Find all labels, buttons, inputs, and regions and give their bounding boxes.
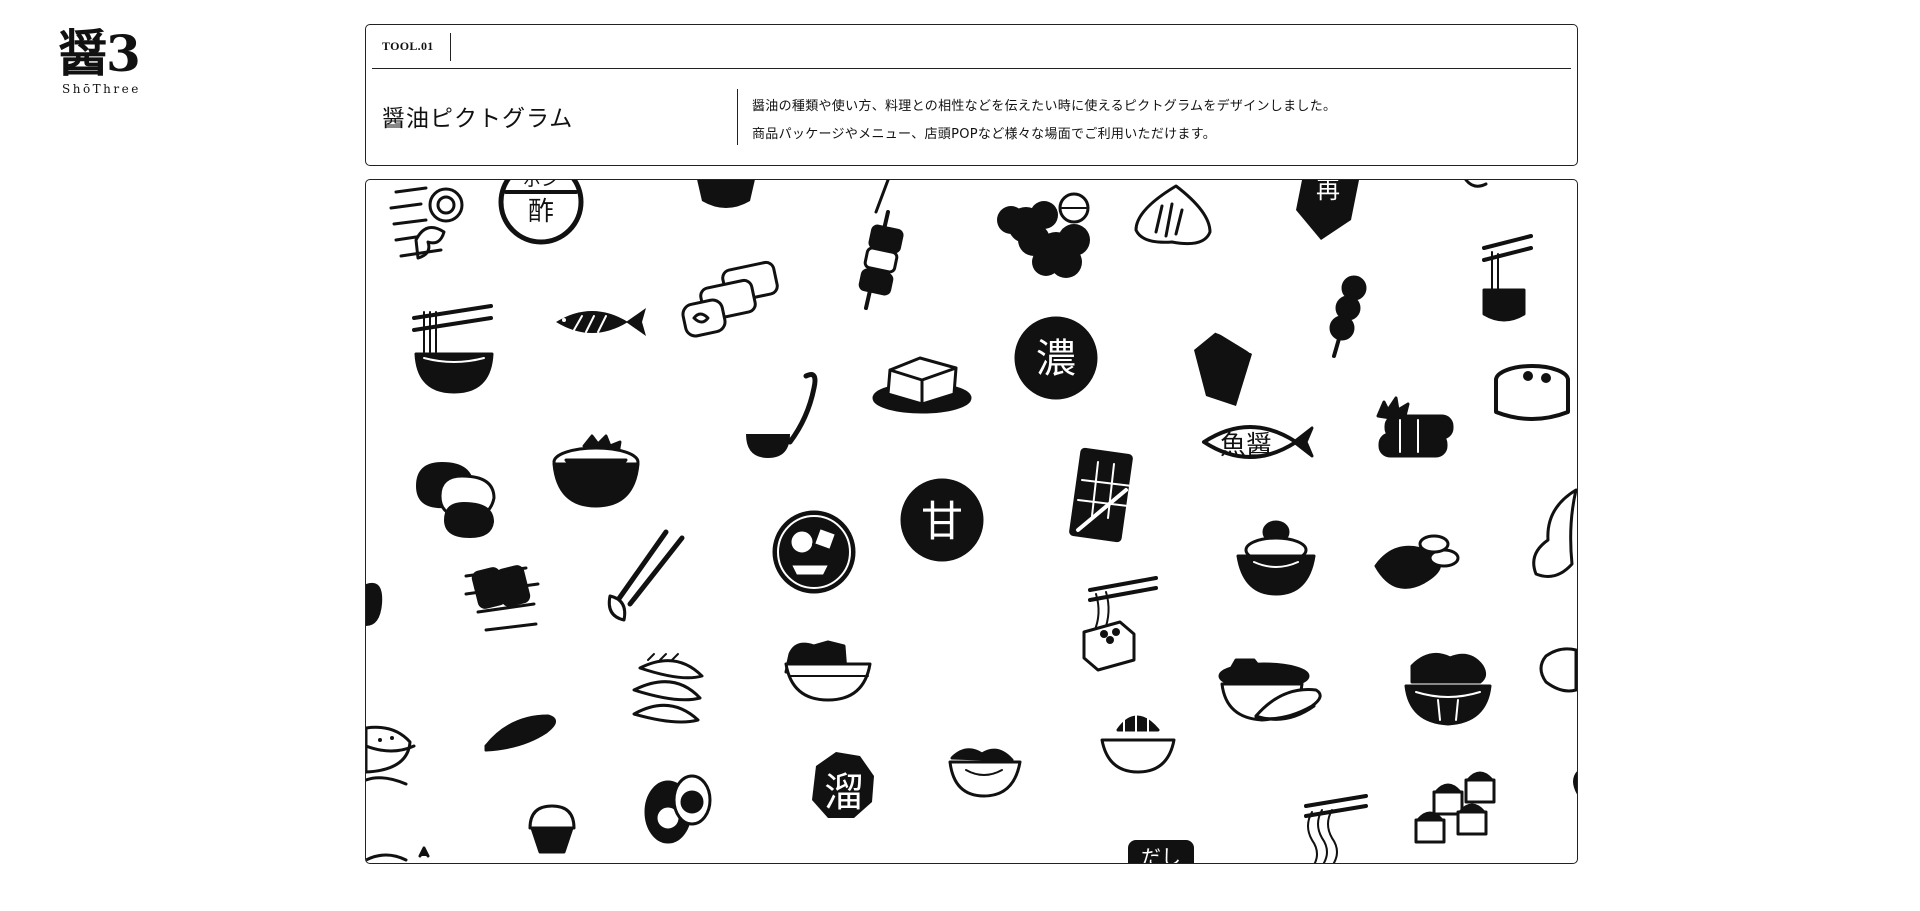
dango-skewer-icon[interactable] xyxy=(858,180,904,310)
korokke-icon[interactable] xyxy=(416,462,496,538)
dashi-icon[interactable]: だし xyxy=(1128,840,1194,864)
katsudon-icon[interactable] xyxy=(1100,713,1176,774)
soy-bottle-icon[interactable] xyxy=(1194,331,1252,406)
koikuchi-label: 濃 xyxy=(1036,336,1076,382)
saishikomi-icon[interactable]: 再 xyxy=(1296,180,1361,240)
tofu-icon[interactable] xyxy=(872,356,972,414)
chawanmushi-icon[interactable] xyxy=(1494,364,1570,421)
chopsticks-icon[interactable] xyxy=(607,529,685,622)
shumai-icon[interactable] xyxy=(1414,771,1496,844)
oden-icon[interactable] xyxy=(772,510,856,594)
natto-icon[interactable] xyxy=(1082,576,1158,672)
tsukemen-icon[interactable] xyxy=(1304,794,1368,864)
description-line-2: 商品パッケージやメニュー、店頭POPなど様々な場面でご利用いただけます。 xyxy=(752,127,1217,142)
ice-cream-icon[interactable] xyxy=(528,804,576,854)
tool-title: 醤油ピクトグラム xyxy=(382,106,574,132)
stamp-icon[interactable] xyxy=(366,582,383,626)
tempura-icon[interactable] xyxy=(389,186,464,260)
sakura-icon[interactable] xyxy=(366,846,430,862)
amakuchi-label: 甘 xyxy=(921,497,963,546)
logo-mark: 醤3 xyxy=(58,24,141,83)
tendon-icon[interactable] xyxy=(1236,520,1316,596)
grilled-fish-icon[interactable] xyxy=(556,308,646,336)
tamari-label: 溜 xyxy=(824,770,864,816)
gyoshoyu-icon[interactable]: 魚醤 xyxy=(1202,425,1314,461)
saishikomi-label: 再 xyxy=(1316,180,1340,204)
oyakodon-icon[interactable] xyxy=(1404,652,1492,726)
header-rule xyxy=(372,68,1571,69)
ponzu-icon[interactable]: ポン 酢 xyxy=(498,180,584,245)
udon-icon[interactable] xyxy=(948,748,1022,798)
kaisendon-icon[interactable] xyxy=(552,434,640,508)
site-logo[interactable]: 醤3 ShōThree xyxy=(58,24,158,97)
sushi-icon[interactable] xyxy=(1254,688,1322,721)
ramen-icon[interactable] xyxy=(412,304,494,394)
ladle-icon[interactable] xyxy=(746,372,818,459)
tamagoyaki-icon[interactable] xyxy=(681,260,779,338)
tool-info-card: TOOL.01 醤油ピクトグラム 醤油の種類や使い方、料理との相性などを伝えたい… xyxy=(365,24,1578,166)
bowl-icon[interactable] xyxy=(696,180,756,208)
logo-subtitle: ShōThree xyxy=(62,82,141,96)
karaage-icon[interactable] xyxy=(997,192,1090,278)
blob-top-right xyxy=(1464,180,1488,188)
tamari-icon[interactable]: 溜 xyxy=(812,752,874,818)
chocolate-icon[interactable] xyxy=(1069,447,1133,543)
description-line-1: 醤油の種類や使い方、料理との相性などを伝えたい時に使えるピクトグラムをデザインし… xyxy=(752,99,1337,114)
onigiri-small-icon[interactable] xyxy=(1539,647,1577,693)
ponzu-top-label: ポン xyxy=(523,180,559,191)
title-divider xyxy=(737,89,738,145)
sashimi-icon[interactable] xyxy=(1376,396,1454,458)
edge-round-icon xyxy=(1573,771,1577,795)
tool-description: 醤油の種類や使い方、料理との相性などを伝えたい時に使えるピクトグラムをデザインし… xyxy=(752,93,1336,149)
amakuchi-icon[interactable]: 甘 xyxy=(900,478,984,562)
gyoshoyu-label: 魚醤 xyxy=(1220,431,1272,461)
curry-icon[interactable] xyxy=(366,725,416,786)
soba-icon[interactable] xyxy=(1482,234,1533,322)
grilled-yakitori-icon[interactable] xyxy=(464,565,540,632)
ajitama-icon[interactable] xyxy=(644,774,712,844)
dashi-label: だし xyxy=(1141,845,1181,864)
steak-icon[interactable] xyxy=(1374,534,1460,589)
pictogram-gallery[interactable]: ポン 酢 xyxy=(365,179,1578,864)
shrimp-tempura-icon[interactable] xyxy=(1532,488,1577,578)
gyoza-icon[interactable] xyxy=(632,653,704,724)
ponzu-label: 酢 xyxy=(528,197,554,227)
tool-tag: TOOL.01 xyxy=(382,39,434,53)
tag-divider xyxy=(450,33,451,61)
mitarashi-dango-icon[interactable] xyxy=(1329,275,1367,358)
hiyayakko-icon[interactable] xyxy=(784,640,872,702)
onigiri-icon[interactable] xyxy=(1134,184,1212,246)
nigiri-icon[interactable] xyxy=(484,714,556,752)
koikuchi-icon[interactable]: 濃 xyxy=(1014,316,1098,400)
